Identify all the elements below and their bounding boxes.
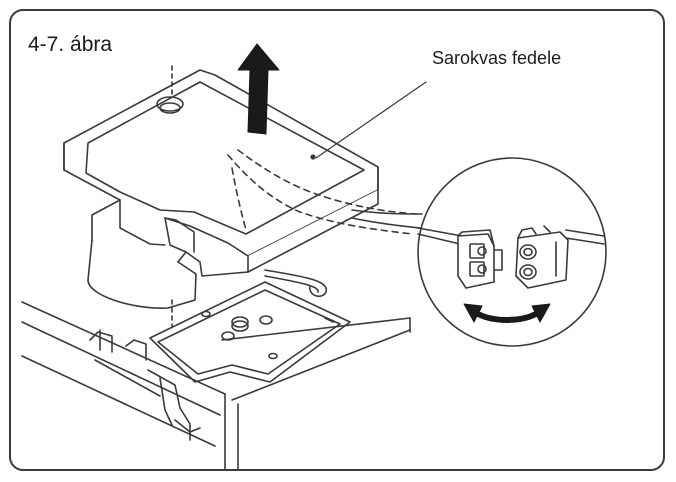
cable-lead: [264, 269, 327, 298]
hidden-cable-route: [227, 149, 417, 235]
unit-base: [21, 301, 411, 471]
corner-cover: [63, 69, 379, 309]
mounting-plate: [149, 281, 351, 383]
callout-leader: [315, 81, 427, 159]
connector-detail-circle: [417, 157, 607, 347]
magnifier-leader: [351, 209, 423, 229]
double-curved-arrow-icon: [463, 303, 551, 323]
figure-label: 4-7. ábra: [28, 33, 113, 56]
up-arrow-icon: [237, 43, 280, 135]
callout-label: Sarokvas fedele: [432, 48, 562, 68]
